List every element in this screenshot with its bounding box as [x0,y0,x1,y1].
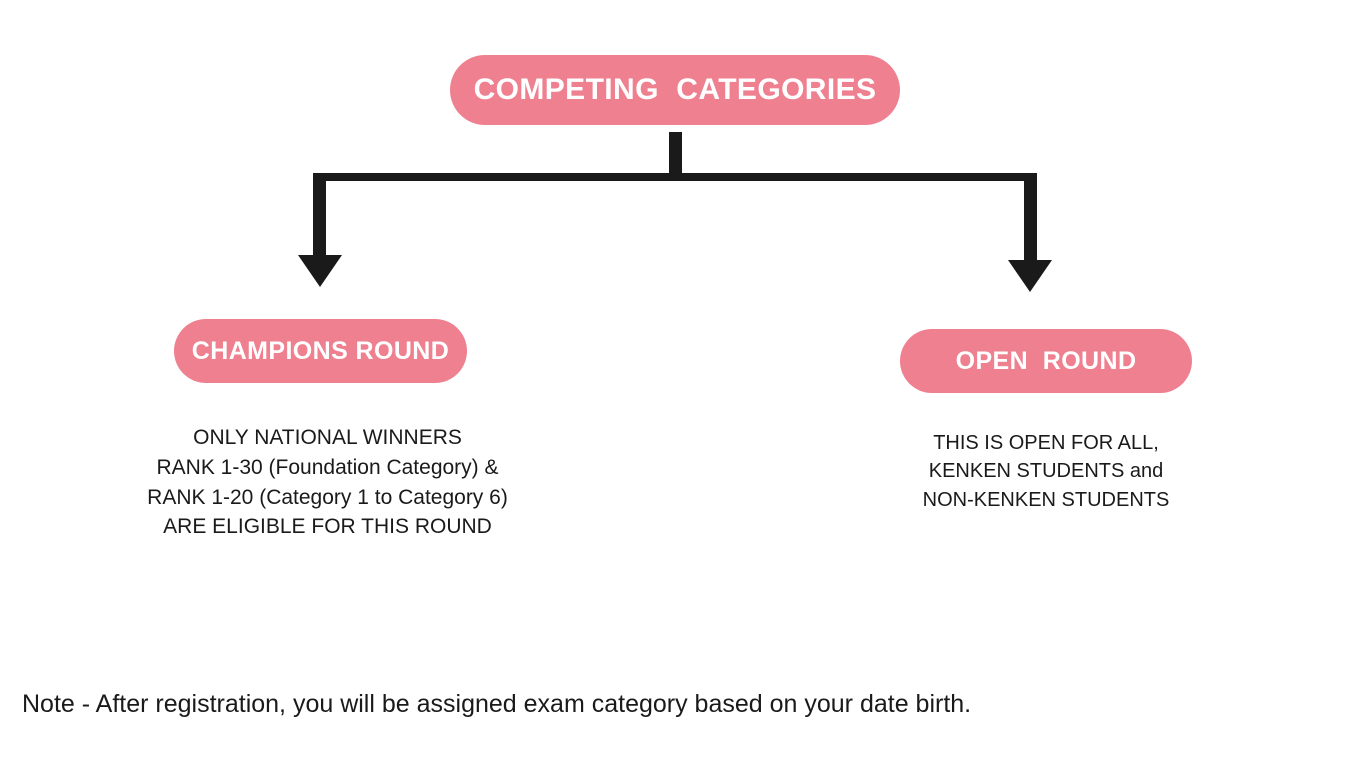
node-champions-round: CHAMPIONS ROUND [174,319,467,383]
node-competing-categories: COMPETING CATEGORIES [450,55,900,125]
arrowhead-left [298,255,342,287]
description-champions-round: ONLY NATIONAL WINNERS RANK 1-30 (Foundat… [147,426,508,539]
connector-stem [669,132,682,177]
description-open-round: THIS IS OPEN FOR ALL, KENKEN STUDENTS an… [922,432,1170,511]
connector-left-drop [313,173,326,261]
arrowhead-right [1008,260,1052,292]
connector-horizontal-bar [313,173,1037,181]
footnote-text: Note - After registration, you will be a… [22,690,972,718]
connector-right-drop [1024,173,1037,266]
node-open-round: OPEN ROUND [900,329,1192,393]
